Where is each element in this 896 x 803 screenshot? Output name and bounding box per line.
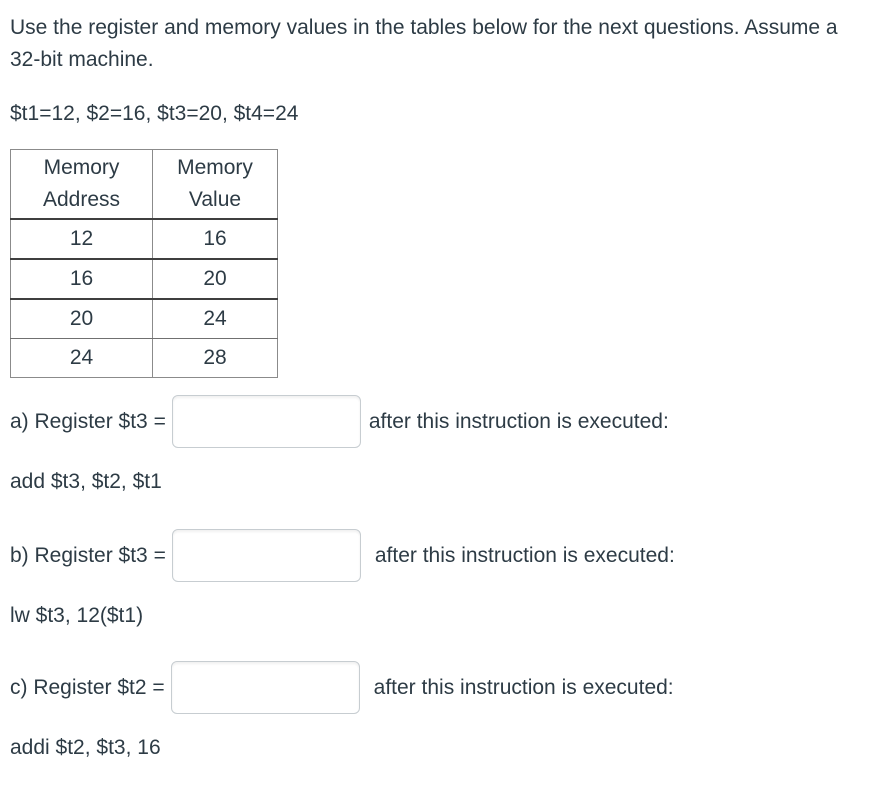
memory-table-header-row: Memory Address Memory Value xyxy=(10,149,278,220)
question-b-row: b) Register $t3 = after this instruction… xyxy=(10,529,884,582)
question-b-label: b) Register $t3 = xyxy=(10,543,166,567)
question-c-row: c) Register $t2 = after this instruction… xyxy=(10,661,884,714)
question-b-instruction: lw $t3, 12($t1) xyxy=(10,604,144,627)
memory-value-cell: 28 xyxy=(152,338,278,378)
memory-address-cell: 16 xyxy=(10,259,153,300)
intro-line-1: Use the register and memory values in th… xyxy=(10,16,838,39)
question-a-answer-input[interactable] xyxy=(171,395,361,448)
question-a-label: a) Register $t3 = xyxy=(10,409,166,433)
table-row: 24 28 xyxy=(11,338,278,378)
table-row: 12 16 xyxy=(10,219,278,260)
memory-value-cell: 16 xyxy=(152,219,278,260)
register-values-line: $t1=12, $2=16, $t3=20, $t4=24 xyxy=(10,102,299,125)
memory-address-cell: 24 xyxy=(69,346,94,369)
memory-address-cell: 12 xyxy=(10,219,153,260)
memory-table: Memory Address Memory Value 12 16 16 20 … xyxy=(10,149,278,378)
question-a-row: a) Register $t3 = after this instruction… xyxy=(10,395,884,448)
memory-value-cell: 24 xyxy=(152,299,278,339)
table-row: 20 24 xyxy=(10,299,278,339)
table-row: 16 20 xyxy=(10,259,278,300)
question-b-suffix: after this instruction is executed: xyxy=(374,543,675,567)
question-b-answer-input[interactable] xyxy=(171,529,361,582)
question-c-answer-input[interactable] xyxy=(170,661,360,714)
memory-address-cell: 20 xyxy=(10,299,153,339)
question-c-suffix: after this instruction is executed: xyxy=(373,675,674,699)
intro-line-2: 32-bit machine. xyxy=(10,48,154,71)
question-a-instruction: add $t3, $t2, $t1 xyxy=(10,470,162,493)
memory-value-cell: 20 xyxy=(152,259,278,300)
memory-value-header: Memory Value xyxy=(152,149,278,220)
question-intro-text: Use the register and memory values in th… xyxy=(10,12,884,76)
memory-address-header: Memory Address xyxy=(10,149,153,220)
quiz-question-page: Use the register and memory values in th… xyxy=(10,12,884,759)
question-c-label: c) Register $t2 = xyxy=(10,675,165,699)
question-c-instruction: addi $t2, $t3, 16 xyxy=(10,736,161,759)
question-a-suffix: after this instruction is executed: xyxy=(368,409,669,433)
